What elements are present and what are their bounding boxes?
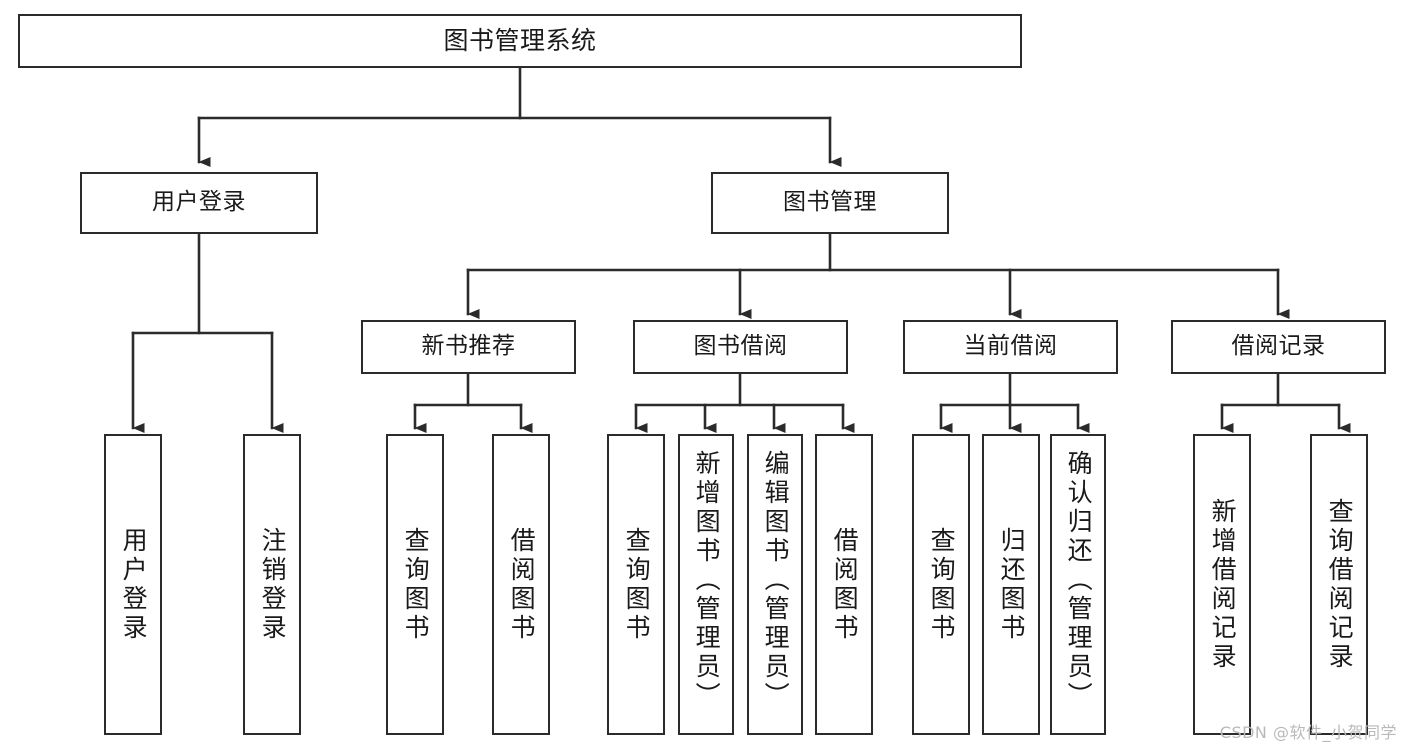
- node-new-book-recommend[interactable]: 新书推荐: [361, 320, 576, 374]
- node-leaf-add-record[interactable]: 新增借阅记录: [1193, 434, 1251, 735]
- node-leaf-query-book-2[interactable]: 查询图书: [607, 434, 665, 735]
- node-book-borrow-label: 图书借阅: [693, 333, 788, 360]
- node-root-label: 图书管理系统: [443, 26, 597, 56]
- node-leaf-query-record-label: 查询借阅记录: [1325, 497, 1355, 672]
- node-leaf-logout[interactable]: 注销登录: [243, 434, 301, 735]
- node-book-manage-label: 图书管理: [783, 189, 877, 216]
- node-leaf-return-book-label: 归还图书: [997, 526, 1027, 643]
- node-new-book-recommend-label: 新书推荐: [421, 333, 516, 360]
- node-leaf-return-book[interactable]: 归还图书: [982, 434, 1040, 735]
- node-leaf-query-record[interactable]: 查询借阅记录: [1310, 434, 1368, 735]
- node-leaf-borrow-book-2-label: 借阅图书: [830, 526, 860, 643]
- node-leaf-query-book-1-label: 查询图书: [401, 526, 431, 643]
- node-leaf-query-book-2-label: 查询图书: [622, 526, 652, 643]
- node-leaf-edit-book-label: 编辑图书（管理员）: [761, 450, 791, 711]
- node-leaf-borrow-book-2[interactable]: 借阅图书: [815, 434, 873, 735]
- node-leaf-user-login[interactable]: 用户登录: [104, 434, 162, 735]
- node-leaf-confirm-return[interactable]: 确认归还（管理员）: [1050, 434, 1106, 735]
- node-leaf-add-book-label: 新增图书（管理员）: [692, 450, 722, 711]
- node-leaf-logout-label: 注销登录: [258, 526, 288, 643]
- node-current-borrow-label: 当前借阅: [963, 333, 1058, 360]
- node-leaf-edit-book[interactable]: 编辑图书（管理员）: [747, 434, 803, 735]
- csdn-watermark: CSDN @软件_小贺同学: [1219, 723, 1397, 742]
- node-leaf-query-book-3[interactable]: 查询图书: [912, 434, 970, 735]
- node-leaf-borrow-book-1[interactable]: 借阅图书: [492, 434, 550, 735]
- node-leaf-confirm-return-label: 确认归还（管理员）: [1064, 450, 1094, 711]
- node-borrow-record-label: 借阅记录: [1231, 333, 1326, 360]
- node-user-login[interactable]: 用户登录: [80, 172, 318, 234]
- node-book-manage[interactable]: 图书管理: [711, 172, 949, 234]
- node-leaf-add-book[interactable]: 新增图书（管理员）: [678, 434, 734, 735]
- node-current-borrow[interactable]: 当前借阅: [903, 320, 1118, 374]
- node-book-borrow[interactable]: 图书借阅: [633, 320, 848, 374]
- node-leaf-user-login-label: 用户登录: [119, 526, 149, 643]
- node-leaf-query-book-1[interactable]: 查询图书: [386, 434, 444, 735]
- node-borrow-record[interactable]: 借阅记录: [1171, 320, 1386, 374]
- node-root[interactable]: 图书管理系统: [18, 14, 1022, 68]
- node-leaf-borrow-book-1-label: 借阅图书: [507, 526, 537, 643]
- node-leaf-add-record-label: 新增借阅记录: [1208, 497, 1238, 672]
- node-leaf-query-book-3-label: 查询图书: [927, 526, 957, 643]
- node-user-login-label: 用户登录: [152, 189, 246, 216]
